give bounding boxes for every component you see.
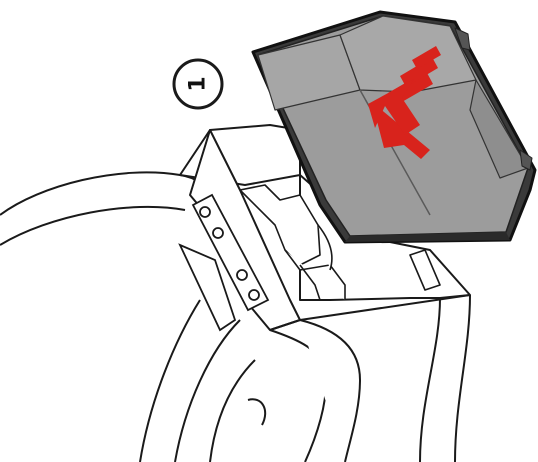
- step-callout: 1: [174, 60, 222, 108]
- latch-hole-1: [200, 207, 210, 217]
- latch-hole-2: [213, 228, 223, 238]
- latch-hole-4: [249, 290, 259, 300]
- step-number: 1: [186, 76, 211, 91]
- latch-hole-3: [237, 270, 247, 280]
